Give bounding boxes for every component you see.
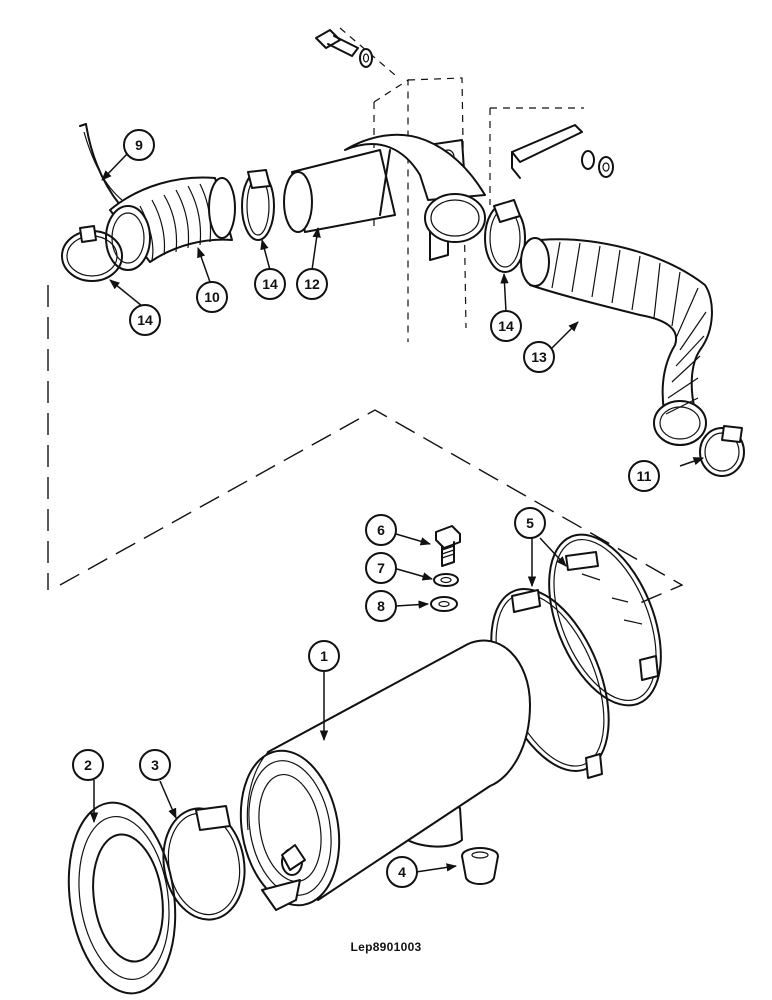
- callout-3: 3: [139, 749, 171, 781]
- right-support-bracket: [511, 124, 614, 179]
- mounting-band-rear: [548, 533, 662, 707]
- svg-text:14: 14: [498, 318, 514, 334]
- svg-text:9: 9: [135, 137, 143, 153]
- upper-mounting-bolt: [315, 29, 373, 68]
- svg-text:12: 12: [304, 276, 320, 292]
- air-cleaner-housing: [239, 639, 531, 911]
- callout-14-middle: 14: [254, 268, 286, 300]
- svg-text:1: 1: [320, 648, 328, 664]
- svg-text:13: 13: [531, 349, 547, 365]
- callout-13: 13: [523, 341, 555, 373]
- callout-9: 9: [123, 129, 155, 161]
- hose-clamp-left: [61, 225, 123, 282]
- callout-7: 7: [365, 552, 397, 584]
- svg-text:8: 8: [377, 598, 385, 614]
- callout-6: 6: [365, 514, 397, 546]
- flexible-hose-long: [520, 237, 713, 446]
- callout-5: 5: [514, 507, 546, 539]
- figure-reference-code: Lep8901003: [350, 940, 422, 954]
- callout-14-right: 14: [490, 310, 522, 342]
- lock-washer: [433, 573, 459, 587]
- callout-12: 12: [296, 268, 328, 300]
- svg-text:11: 11: [637, 468, 652, 484]
- svg-text:6: 6: [377, 522, 385, 538]
- callout-4: 4: [386, 856, 418, 888]
- clamp-bolt: [435, 525, 461, 567]
- elbow-pipe: [283, 133, 486, 243]
- rubber-vacuator-valve: [461, 847, 499, 885]
- svg-text:14: 14: [137, 312, 153, 328]
- svg-text:5: 5: [526, 515, 534, 531]
- hose-clamp-middle: [241, 169, 275, 241]
- tie-strap: [79, 123, 123, 206]
- callout-14-left: 14: [129, 304, 161, 336]
- svg-text:7: 7: [377, 560, 385, 576]
- svg-text:2: 2: [84, 757, 92, 773]
- callout-11: 11: [628, 460, 660, 492]
- svg-text:14: 14: [262, 276, 278, 292]
- callout-2: 2: [72, 749, 104, 781]
- svg-text:10: 10: [204, 289, 220, 305]
- callout-10: 10: [196, 281, 228, 313]
- svg-text:4: 4: [398, 864, 406, 880]
- hose-clamp-right: [484, 199, 526, 273]
- svg-text:3: 3: [151, 757, 159, 773]
- leader-lines: [89, 152, 704, 873]
- flexible-hose-elbow: [105, 176, 236, 271]
- hose-clamp-lower-right: [699, 425, 745, 477]
- flat-washer: [430, 596, 458, 612]
- callout-1: 1: [308, 640, 340, 672]
- hose-clamp-inlet: [162, 805, 246, 921]
- callout-8: 8: [365, 590, 397, 622]
- dust-cover-ring: [67, 801, 177, 995]
